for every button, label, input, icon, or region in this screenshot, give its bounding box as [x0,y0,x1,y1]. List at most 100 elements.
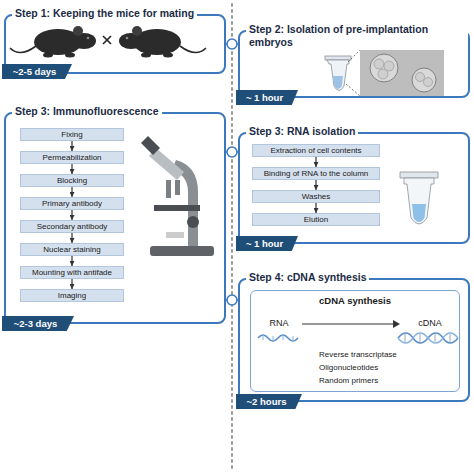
mouse-foot [43,53,53,58]
flow-arrow [71,233,72,243]
mouse-left [10,26,96,58]
microscope [141,136,214,256]
microscope-base [150,246,214,256]
timeline-connectors [226,39,238,305]
microscope-objective [166,180,171,198]
mouse-head [72,33,96,49]
synthesis-box: cDNA synthesisRNAcDNAReverse transcripta… [250,290,460,392]
duration-badge: ~ 1 hour [236,236,298,251]
rna-tube [400,172,438,224]
flow-arrow [71,256,72,266]
duration-label: ~ 1 hour [236,90,298,105]
tube-lid [400,172,438,178]
microscope-eyepiece [141,136,160,155]
mouse-foot [141,53,151,58]
zoom-line [348,50,360,62]
mouse-tail [10,46,36,53]
flow-arrow [71,279,72,289]
arrow-shaft [302,323,394,324]
step-box: Step 3: ImmunofluorescenceFixingPermeabi… [4,112,226,324]
process-box: Fixing [20,128,124,141]
cross-stroke [103,36,111,44]
duration-badge: ~2 hours [236,394,302,409]
conversion-arrow [302,320,400,328]
step-title: Step 1: Keeping the mice for mating [12,7,197,20]
mouse-foot [163,53,173,58]
flow-arrow [315,180,316,190]
micrograph-frame [360,50,444,96]
tube-liquid [333,76,343,89]
mouse-tail [180,46,206,53]
synthesis-text: Oligonucleotides [319,362,457,373]
synthesis-text: Reverse transcriptase [319,349,457,360]
flow-arrow [71,141,72,151]
tube-body [327,60,349,91]
process-label: Imaging [58,291,86,300]
step-title: Step 3: RNA isolation [246,125,358,138]
process-label: Blocking [57,176,87,185]
mouse-ear [73,26,83,36]
flow-arrow [71,164,72,174]
process-label: Primary antibody [42,199,102,208]
process-box: Blocking [20,174,124,187]
dna-rungs [405,334,450,342]
duration-label: ~2-3 days [2,316,74,331]
microscope-objective [175,180,180,195]
process-label: Washes [302,192,331,201]
step-title: Step 3: Immunofluorescence [12,105,162,118]
tube-liquid [412,204,426,222]
process-box: Secondary antibody [20,220,124,233]
microscope-stage [154,205,200,211]
timeline-divider [231,4,233,470]
duration-label: ~2-5 days [2,64,72,79]
duration-label: ~2 hours [236,394,302,409]
process-box: Permeabilization [20,151,124,164]
process-label: Extraction of cell contents [270,146,361,155]
rna-backbone [258,335,298,341]
rna-strand [258,334,298,342]
flow-arrow [71,210,72,220]
mouse-ear [132,26,142,36]
synthesis-text: cDNA synthesis [251,295,459,308]
step-box: Step 3: RNA isolationExtraction of cell … [238,132,470,244]
tube-body [404,178,434,224]
timeline-dot [227,147,237,157]
process-label: Secondary antibody [37,222,108,231]
process-box: Elution [252,213,380,226]
process-label: Binding of RNA to the column [264,169,369,178]
timeline-dot [227,295,237,305]
cross-stroke [103,36,111,44]
step-title: Step 2: Isolation of pre-implantation em… [246,23,468,49]
process-box: Binding of RNA to the column [252,167,380,180]
process-label: Fixing [61,130,82,139]
arrow-head [393,320,400,328]
duration-badge: ~2-5 days [2,64,72,79]
blastomere [378,69,388,79]
duration-badge: ~ 1 hour [236,90,298,105]
process-box: Imaging [20,289,124,302]
process-box: Mounting with antifade [20,266,124,279]
light-source [166,232,184,238]
blastomere [374,59,384,69]
duration-label: ~ 1 hour [236,236,298,251]
process-box: Washes [252,190,380,203]
rna-bases [263,334,293,342]
mouse-right [119,26,206,58]
cross-symbol [103,36,111,44]
embryo [412,68,436,92]
dna-helix [398,333,458,343]
process-label: Mounting with antifade [32,268,112,277]
blastomere [424,78,433,87]
step-title: Step 4: cDNA synthesis [246,271,369,284]
flow-arrow [71,187,72,197]
step-box: Step 1: Keeping the mice for mating~2-5 … [4,14,226,74]
process-box: Primary antibody [20,197,124,210]
embryo [370,54,398,82]
mouse-eye [126,37,129,40]
step-box: Step 4: cDNA synthesiscDNA synthesisRNAc… [238,278,470,402]
dna-strand [398,333,458,343]
focus-knob [187,216,199,228]
blastomere [416,73,425,82]
